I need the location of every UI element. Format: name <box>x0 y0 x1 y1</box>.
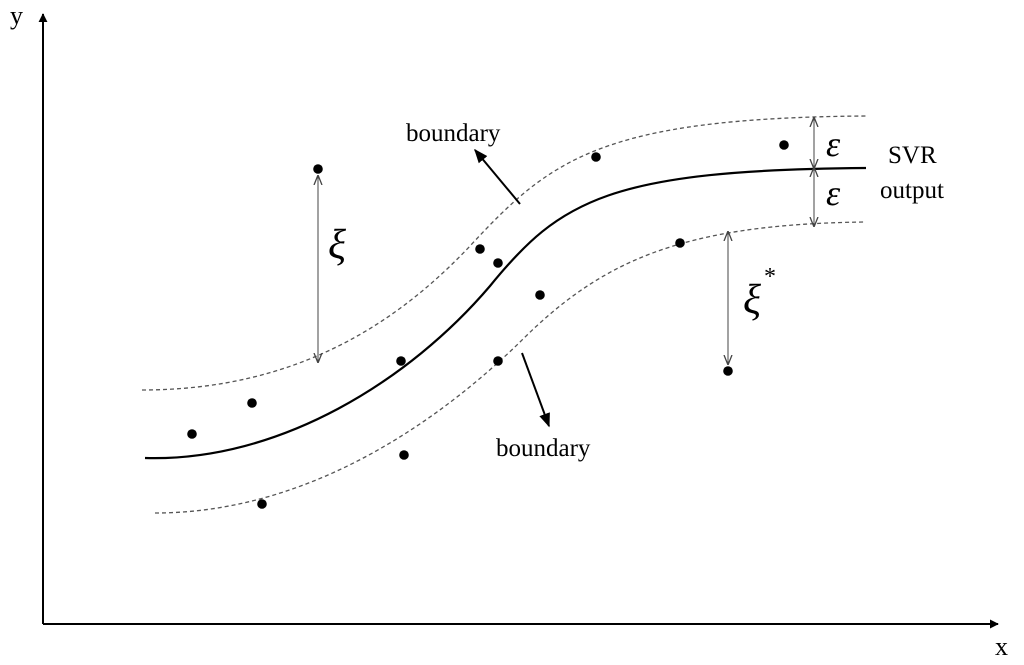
data-point <box>723 366 733 376</box>
xi-star-label: ξ <box>743 277 761 323</box>
data-point <box>399 450 409 460</box>
epsilon-label-lower: ε <box>826 173 841 213</box>
data-point <box>675 238 685 248</box>
data-point <box>535 290 545 300</box>
data-points <box>187 140 789 509</box>
boundary-lower-label: boundary <box>496 435 591 462</box>
data-point <box>396 356 406 366</box>
epsilon-label-upper: ε <box>826 124 841 164</box>
boundary-upper-label: boundary <box>406 120 501 147</box>
x-axis-label: x <box>995 632 1008 661</box>
svr-label-line2: output <box>880 177 944 204</box>
data-point <box>313 164 323 174</box>
upper-boundary-curve <box>141 115 867 391</box>
y-axis-label: y <box>10 1 23 30</box>
data-point <box>591 152 601 162</box>
data-point <box>187 429 197 439</box>
data-point <box>247 398 257 408</box>
boundary-upper-pointer <box>474 148 521 205</box>
data-point <box>779 140 789 150</box>
svr-label-line1: SVR <box>888 142 937 169</box>
svr-output-curve <box>144 166 867 460</box>
xi-label: ξ <box>328 222 346 268</box>
xi-star-superscript: * <box>764 264 776 290</box>
data-point <box>493 258 503 268</box>
data-point <box>475 244 485 254</box>
boundary-lower-pointer <box>521 352 550 428</box>
data-point <box>257 499 267 509</box>
data-point <box>493 356 503 366</box>
lower-boundary-curve <box>154 221 867 514</box>
